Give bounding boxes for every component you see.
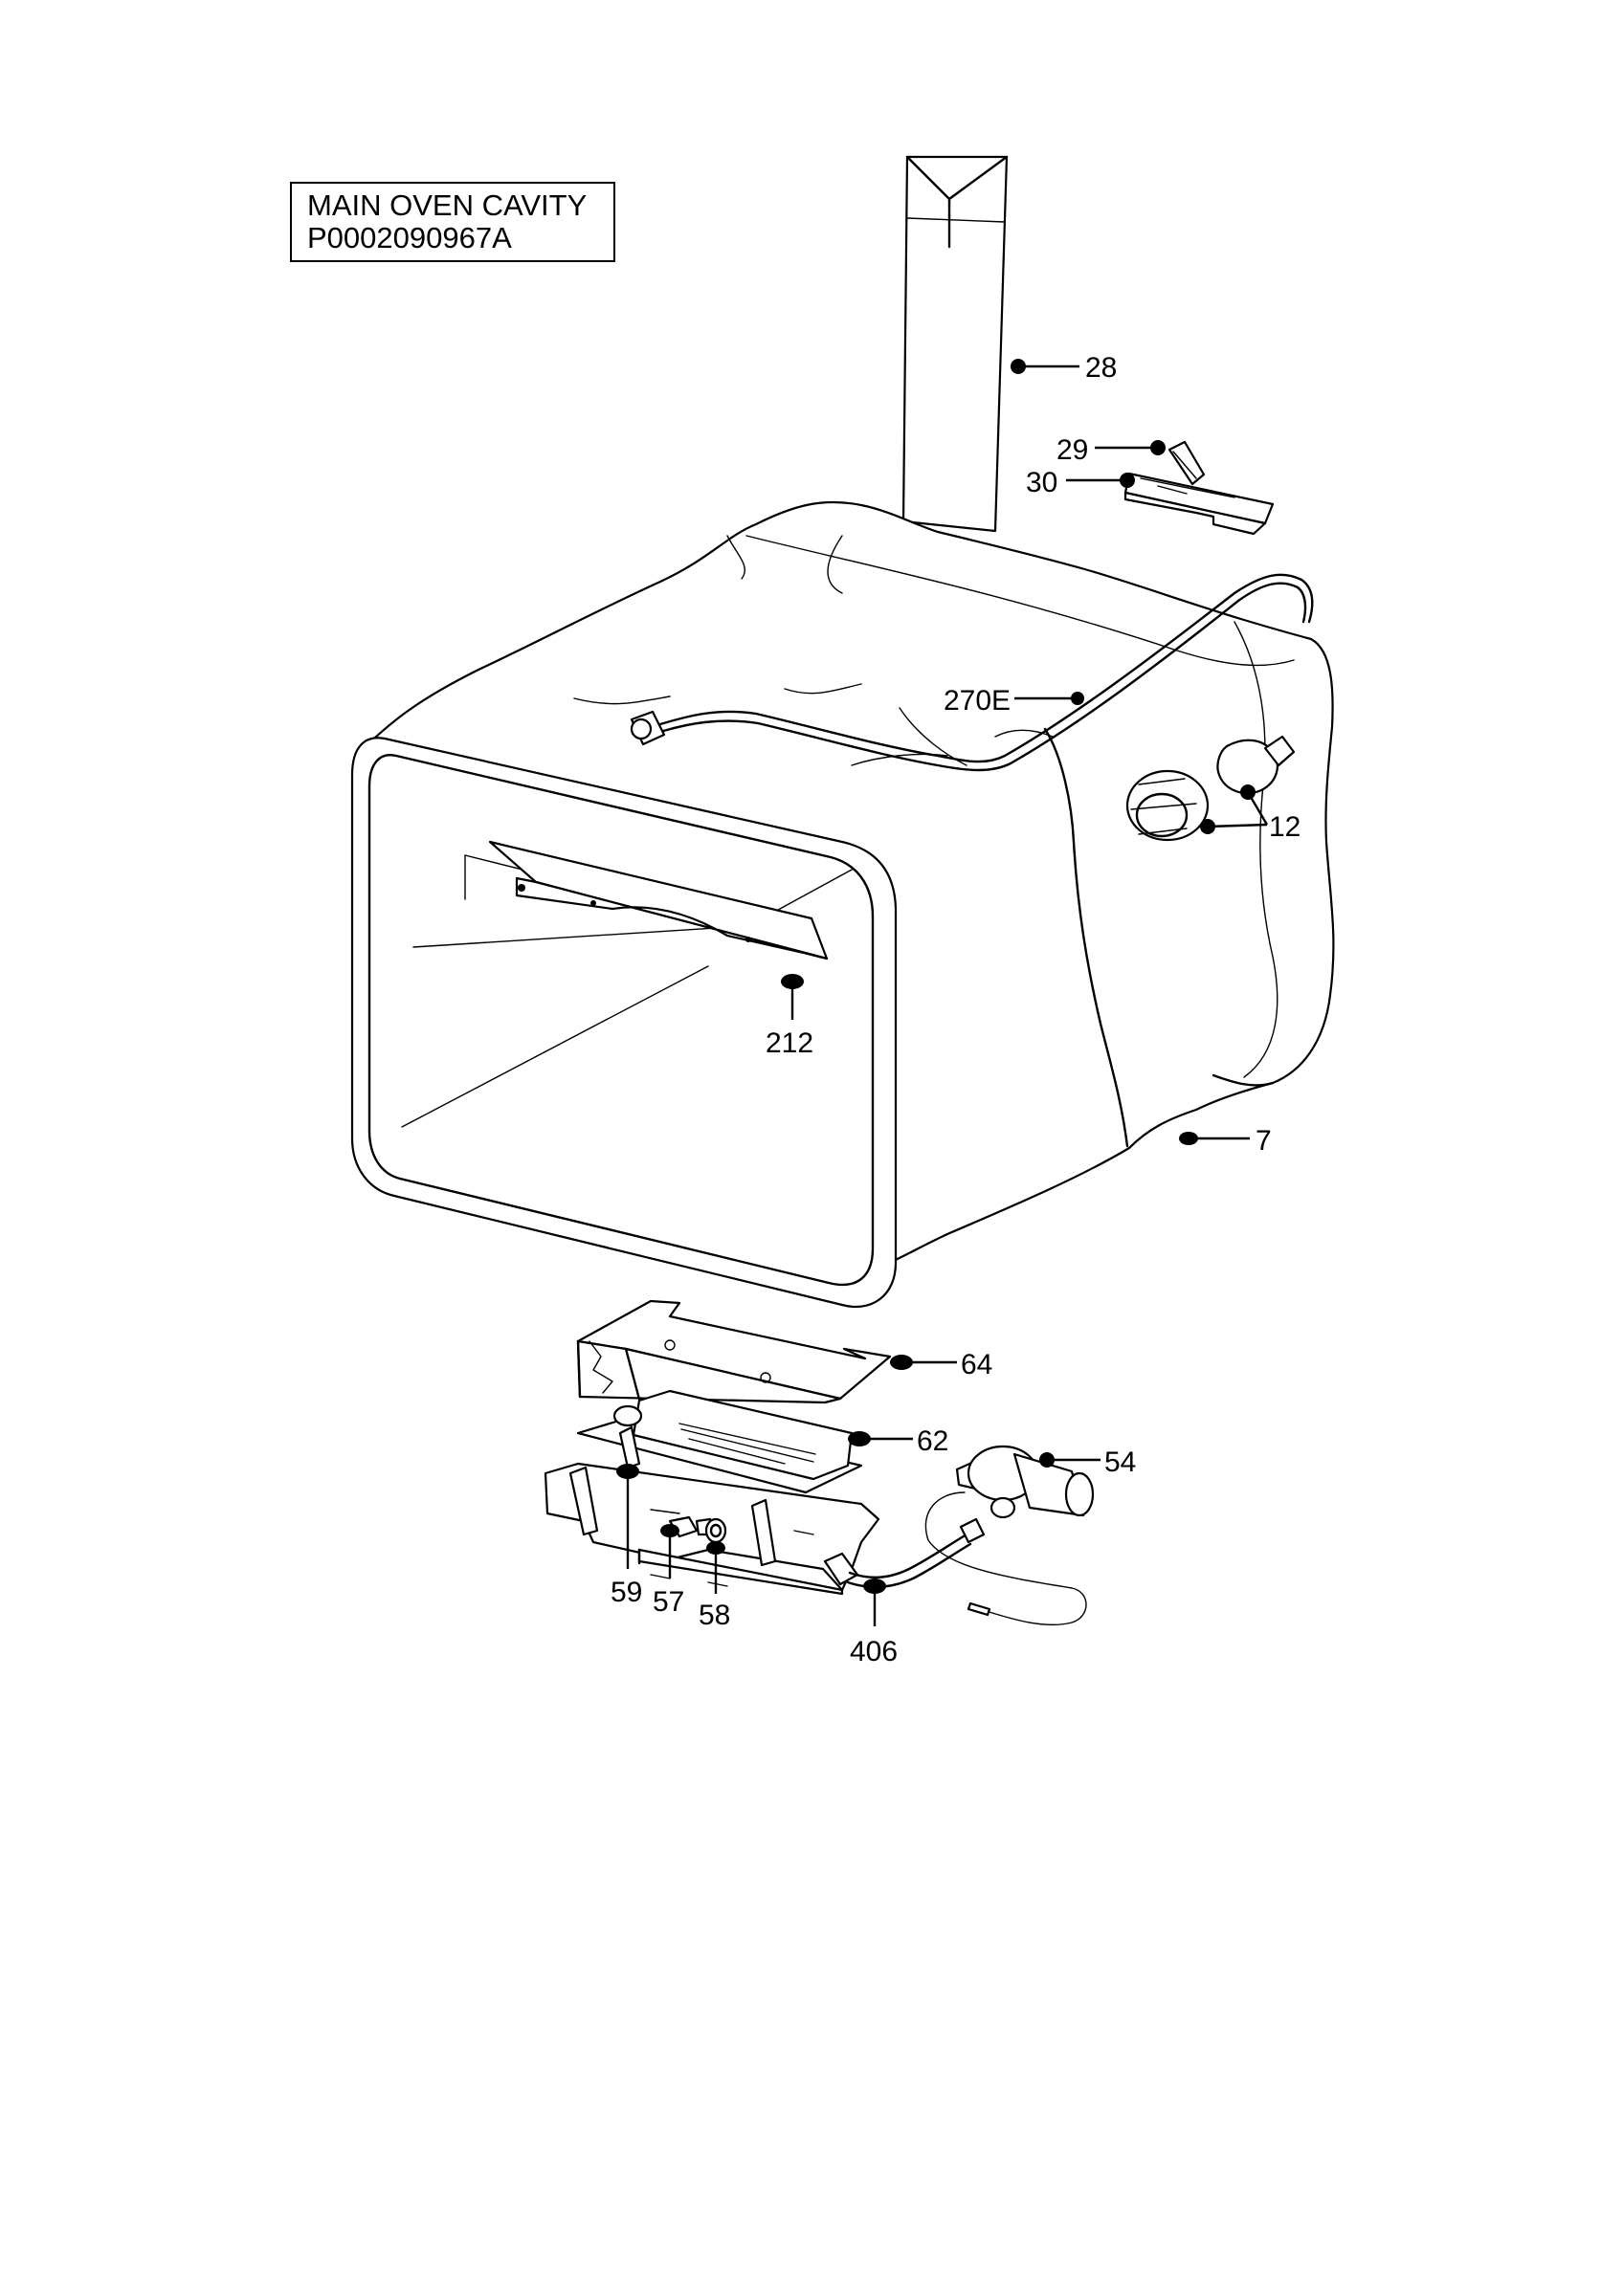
callout-212-label: 212 <box>766 1027 813 1059</box>
callout-58: 58 <box>699 1541 730 1631</box>
callout-212: 212 <box>766 974 813 1059</box>
callout-29-label: 29 <box>1056 434 1088 466</box>
part-28-flue-duct <box>901 155 1009 533</box>
callout-12: 12 <box>1200 784 1301 843</box>
callout-7: 7 <box>1179 1125 1272 1157</box>
callout-57: 57 <box>653 1524 684 1618</box>
callout-59: 59 <box>611 1464 642 1608</box>
callout-64: 64 <box>890 1349 992 1380</box>
callout-270E-label: 270E <box>944 685 1011 717</box>
callout-406: 406 <box>850 1578 898 1667</box>
callout-64-label: 64 <box>961 1349 992 1380</box>
diagram-title: MAIN OVEN CAVITY <box>307 188 588 222</box>
callout-28-label: 28 <box>1085 352 1117 384</box>
callout-59-label: 59 <box>611 1577 642 1608</box>
part-64-burner-cover <box>576 1299 892 1408</box>
part-270E-tube <box>630 573 1314 772</box>
callout-28: 28 <box>1011 352 1117 384</box>
part-7-oven-cavity <box>350 500 1335 1308</box>
title-box: MAIN OVEN CAVITY P0002090967A <box>290 182 615 262</box>
callout-270E: 270E <box>944 685 1084 717</box>
callout-54-label: 54 <box>1104 1446 1136 1478</box>
part-12-lamp <box>1125 735 1296 842</box>
callout-62-label: 62 <box>917 1425 948 1457</box>
callout-12-label: 12 <box>1269 811 1301 843</box>
callout-30-label: 30 <box>1026 467 1057 498</box>
callout-7-label: 7 <box>1256 1125 1272 1157</box>
diagram-part-number: P0002090967A <box>307 221 512 254</box>
callout-57-label: 57 <box>653 1586 684 1618</box>
callout-30: 30 <box>1026 467 1135 498</box>
callout-58-label: 58 <box>699 1600 730 1631</box>
part-54-gas-valve <box>924 1445 1095 1626</box>
callout-54: 54 <box>1039 1446 1136 1478</box>
callout-62: 62 <box>848 1425 948 1457</box>
callout-29: 29 <box>1056 434 1166 466</box>
part-212-shelf-rail <box>488 840 829 960</box>
part-62-burner <box>576 1389 863 1494</box>
part-29-clip <box>1167 440 1206 486</box>
part-30-bracket <box>1123 472 1275 536</box>
callout-406-label: 406 <box>850 1636 898 1667</box>
